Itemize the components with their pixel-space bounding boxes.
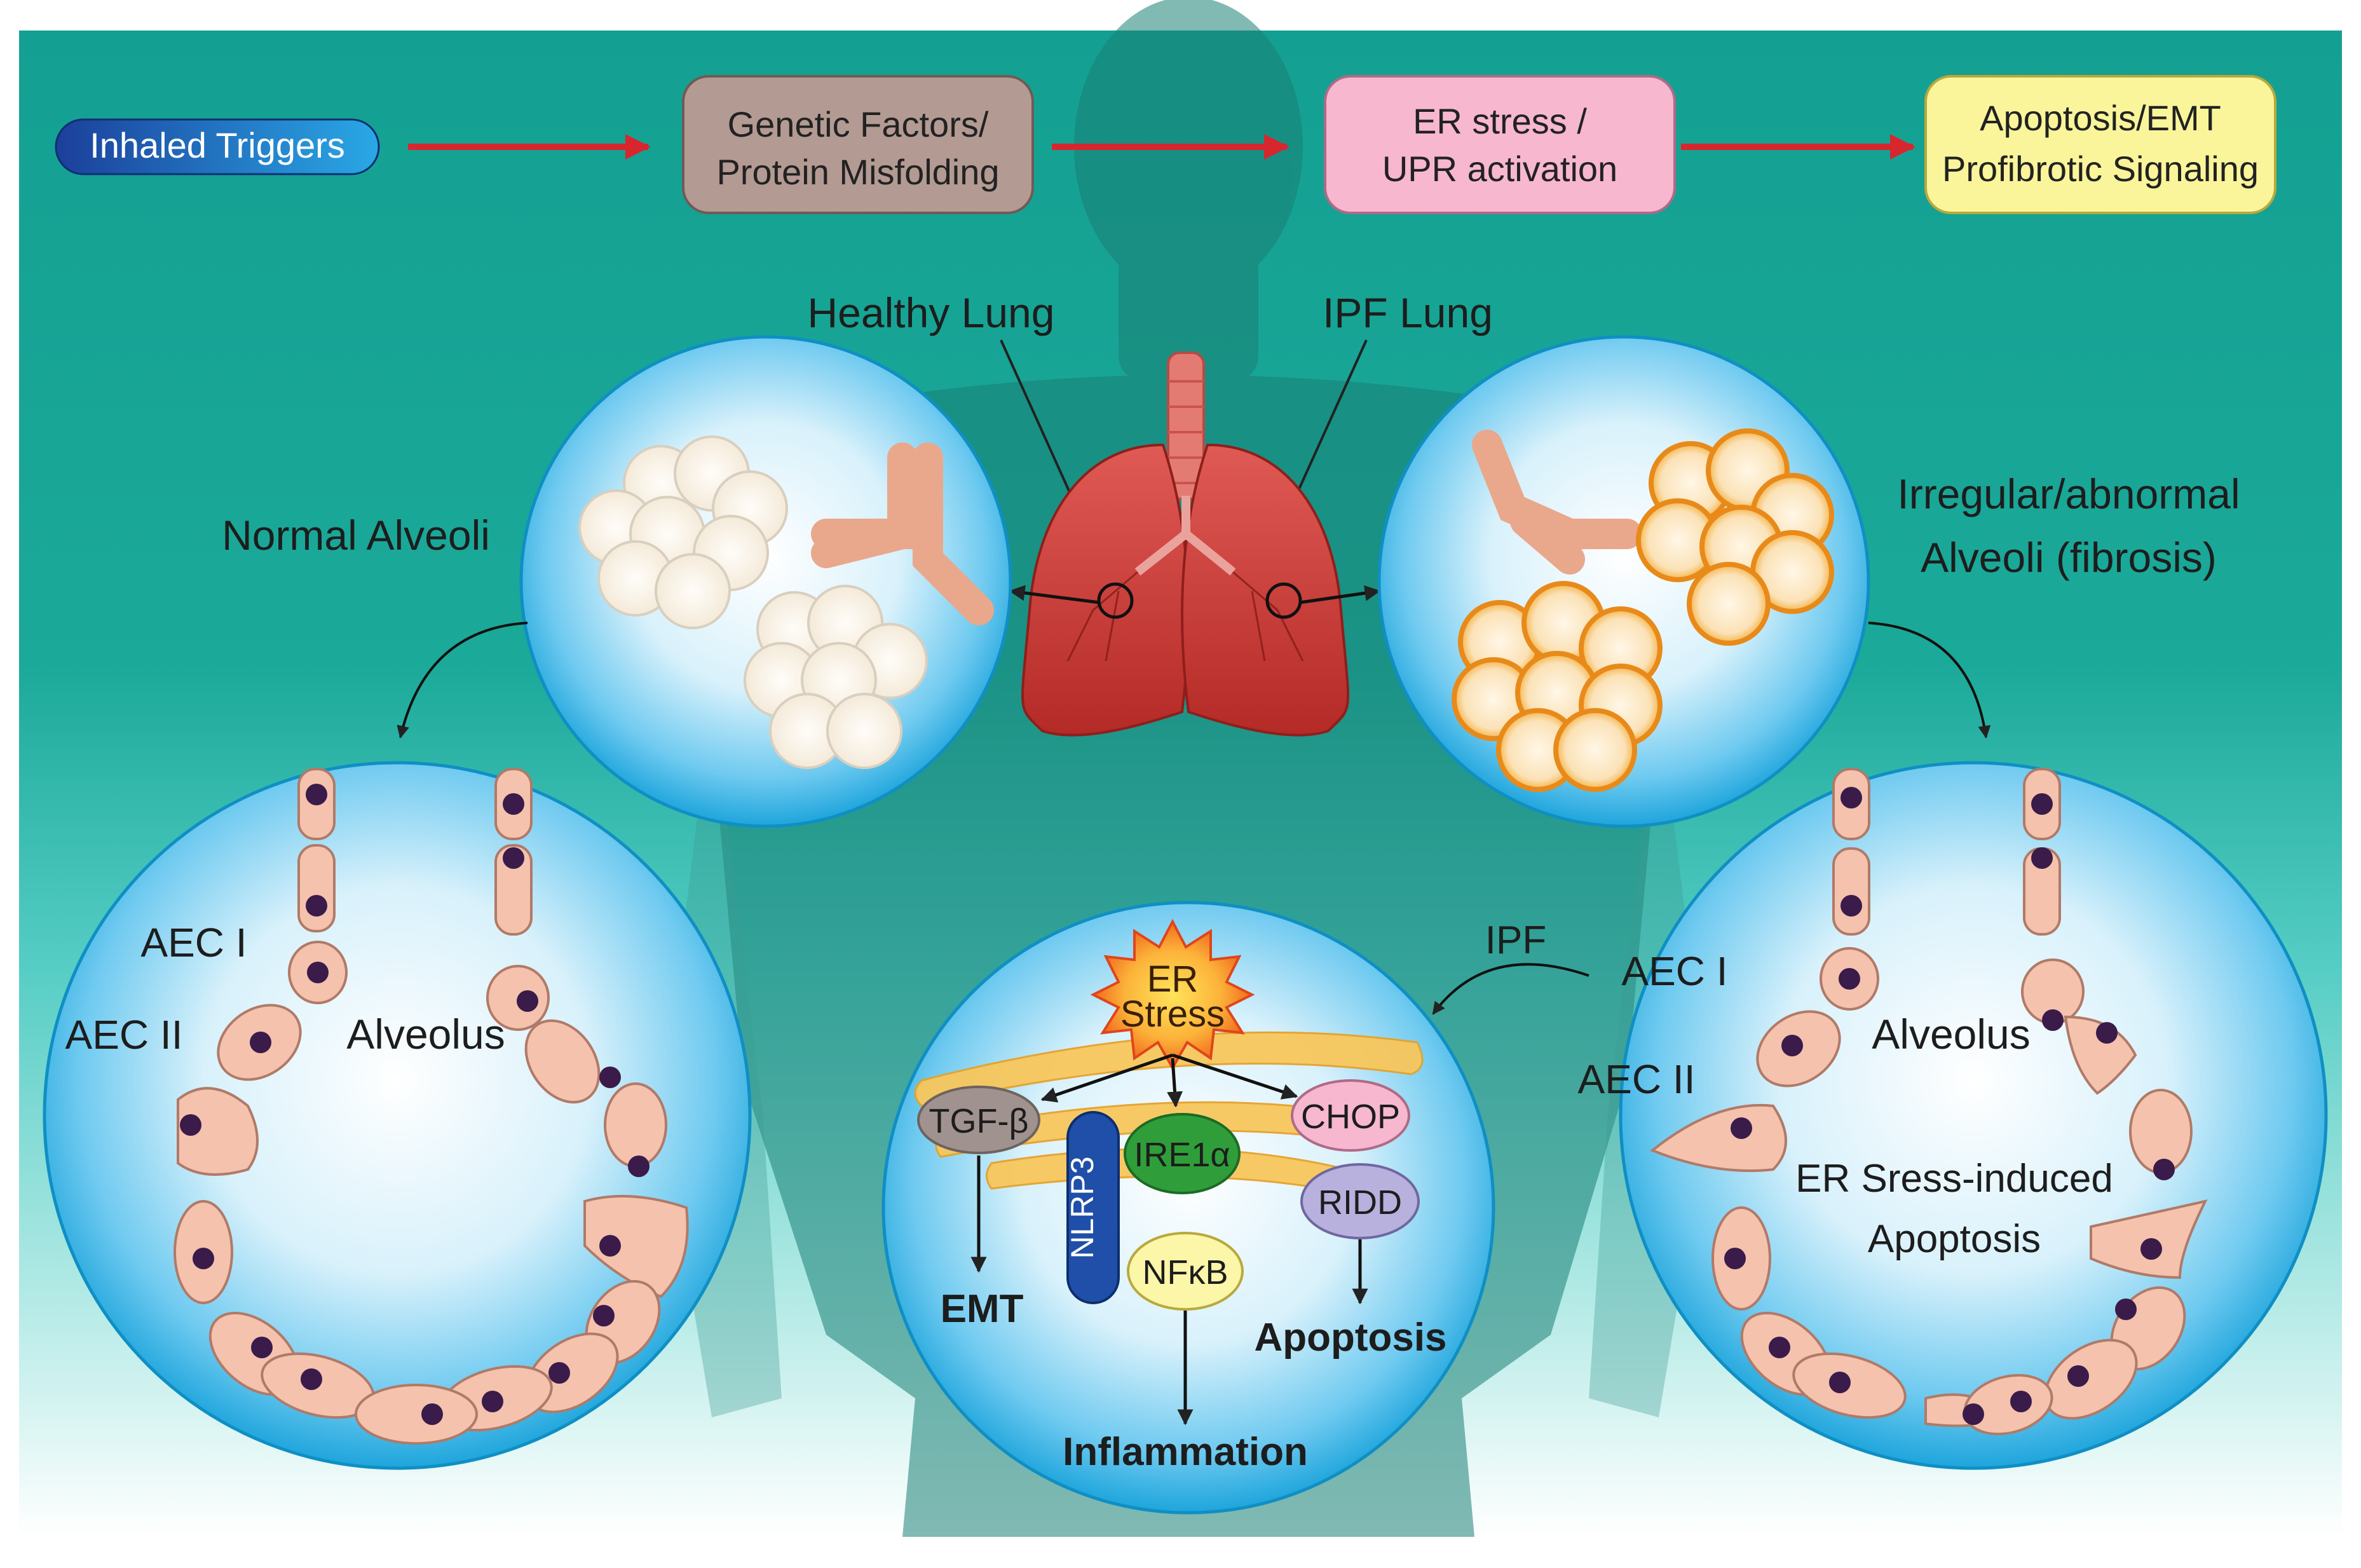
ipf-alveolus-circle xyxy=(1619,761,2328,1470)
left-aec1-label: AEC I xyxy=(140,920,247,965)
er-stress-branches xyxy=(1040,1053,1298,1108)
nfkb-node: NFκB xyxy=(1127,1232,1244,1311)
irregular-alveoli-bubble xyxy=(1377,335,1870,828)
flow-er-box: ER stress / UPR activation xyxy=(1324,75,1676,214)
right-aec2-label: AEC II xyxy=(1578,1056,1696,1102)
normal-alveoli-bubble xyxy=(519,335,1012,828)
right-aec1-label: AEC I xyxy=(1621,948,1727,994)
flow-genetic-line1: Genetic Factors/ xyxy=(728,104,989,144)
er-induced-apoptosis-line1: ER Sress-induced xyxy=(1795,1157,2113,1201)
apoptosis-label: Apoptosis xyxy=(1254,1316,1446,1360)
er-induced-apoptosis-line2: Apoptosis xyxy=(1868,1217,2041,1261)
chop-node: CHOP xyxy=(1291,1079,1410,1152)
er-stress-line2: Stress xyxy=(1120,993,1225,1035)
healthy-lung-label: Healthy Lung xyxy=(808,289,1055,336)
ipf-to-center-arrow xyxy=(1432,963,1589,1015)
arrow-to-normal-alveoli xyxy=(1009,585,1100,604)
tgf-beta-node: TGF-β xyxy=(917,1086,1040,1154)
flow-apoptosis-box: Apoptosis/EMT Profibrotic Signaling xyxy=(1924,75,2276,214)
healthy-alveolus-circle xyxy=(43,761,752,1470)
nlrp3-label: NLRP3 xyxy=(1065,1156,1100,1258)
ire1-label: IRE1α xyxy=(1134,1136,1230,1174)
nlrp3-node: NLRP3 xyxy=(1065,1111,1120,1304)
flow-inhaled-box: Inhaled Triggers xyxy=(55,118,380,175)
nfkb-label: NFκB xyxy=(1143,1253,1228,1292)
flow-inhaled-label: Inhaled Triggers xyxy=(90,125,345,165)
arrow-to-irregular-alveoli xyxy=(1299,585,1381,604)
left-alveolus-label: Alveolus xyxy=(346,1011,505,1058)
left-aec2-label: AEC II xyxy=(65,1012,183,1058)
emt-label: EMT xyxy=(941,1287,1024,1331)
ipf-arrow-label: IPF xyxy=(1485,918,1546,962)
ridd-node: RIDD xyxy=(1300,1163,1420,1239)
right-alveolus-label: Alveolus xyxy=(1872,1011,2030,1058)
inflammation-label: Inflammation xyxy=(1063,1430,1308,1474)
flow-genetic-box: Genetic Factors/ Protein Misfolding xyxy=(682,75,1034,214)
irregular-alveoli-line2: Alveoli (fibrosis) xyxy=(1921,534,2217,581)
healthy-lung-marker xyxy=(1097,582,1134,619)
arrow-normal-to-alveolus xyxy=(397,622,528,739)
ipf-lung-label: IPF Lung xyxy=(1323,289,1493,336)
chop-label: CHOP xyxy=(1301,1098,1400,1136)
flow-apoptosis-line2: Profibrotic Signaling xyxy=(1942,149,2259,189)
normal-alveoli-label: Normal Alveoli xyxy=(222,512,490,559)
er-stress-line1: ER xyxy=(1147,958,1199,1000)
flow-genetic-line2: Protein Misfolding xyxy=(716,152,999,192)
ridd-label: RIDD xyxy=(1318,1183,1402,1222)
tgf-beta-label: TGF-β xyxy=(929,1102,1028,1140)
flow-er-line1: ER stress / xyxy=(1413,101,1587,141)
ire1-node: IRE1α xyxy=(1124,1113,1241,1194)
ipf-lung-marker xyxy=(1265,582,1302,619)
flow-er-line2: UPR activation xyxy=(1382,149,1617,189)
lungs-illustration xyxy=(1021,351,1350,737)
arrow-irregular-to-alveolus xyxy=(1868,622,1991,739)
flow-apoptosis-line1: Apoptosis/EMT xyxy=(1980,98,2221,138)
irregular-alveoli-line1: Irregular/abnormal xyxy=(1897,470,2240,517)
